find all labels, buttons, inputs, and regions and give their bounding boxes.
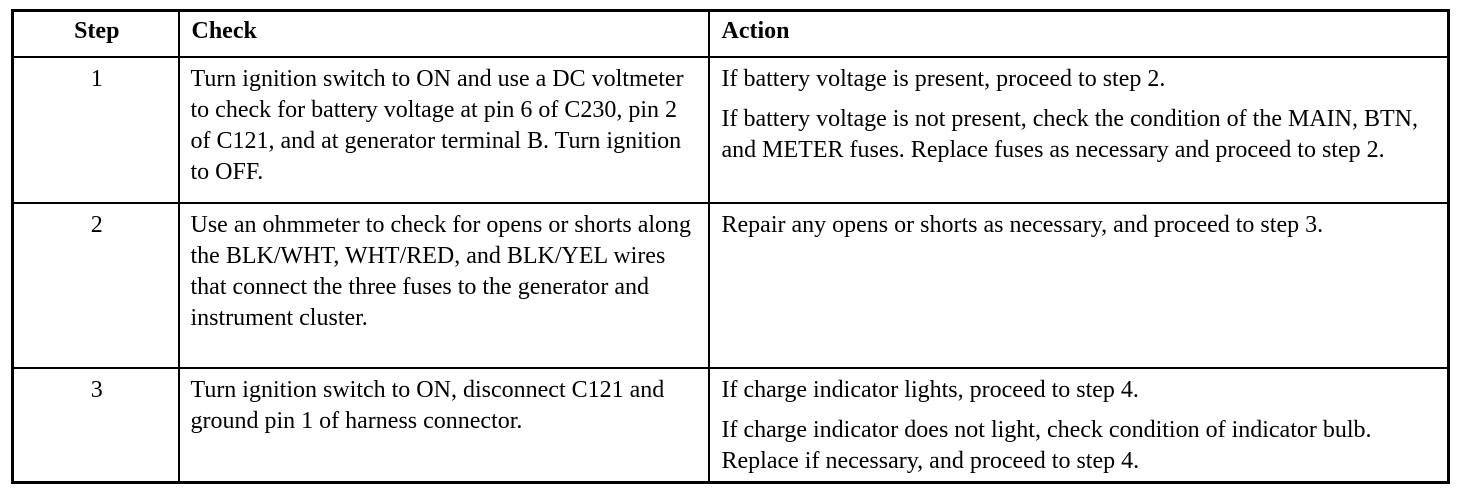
check-text: Turn ignition switch to ON and use a DC … [177, 56, 710, 204]
action-text: If charge indicator lights, proceed to s… [721, 377, 1139, 403]
step-number: 1 [11, 56, 180, 204]
troubleshooting-table-container: Step Check Action 1 Turn ignition switch… [11, 9, 1450, 484]
action-cell: Repair any opens or shorts as necessary,… [707, 202, 1450, 369]
check-text: Turn ignition switch to ON, disconnect C… [177, 367, 710, 484]
table-row: 2 Use an ohmmeter to check for opens or … [11, 202, 1450, 369]
table-row: 1 Turn ignition switch to ON and use a D… [11, 56, 1450, 204]
table-row: 3 Turn ignition switch to ON, disconnect… [11, 367, 1450, 484]
action-text: If charge indicator does not light, chec… [721, 417, 1372, 474]
step-number: 2 [11, 202, 180, 369]
step-number: 3 [11, 367, 180, 484]
action-cell: If battery voltage is present, proceed t… [707, 56, 1450, 204]
action-cell: If charge indicator lights, proceed to s… [707, 367, 1450, 484]
check-text: Use an ohmmeter to check for opens or sh… [177, 202, 710, 369]
header-action: Action [707, 9, 1450, 58]
header-check: Check [177, 9, 710, 58]
action-text: Repair any opens or shorts as necessary,… [721, 212, 1324, 238]
header-step: Step [11, 9, 180, 58]
troubleshooting-table: Step Check Action 1 Turn ignition switch… [11, 9, 1450, 484]
action-text: If battery voltage is present, proceed t… [721, 66, 1166, 92]
table-header-row: Step Check Action [11, 9, 1450, 58]
action-text: If battery voltage is not present, check… [721, 106, 1418, 163]
